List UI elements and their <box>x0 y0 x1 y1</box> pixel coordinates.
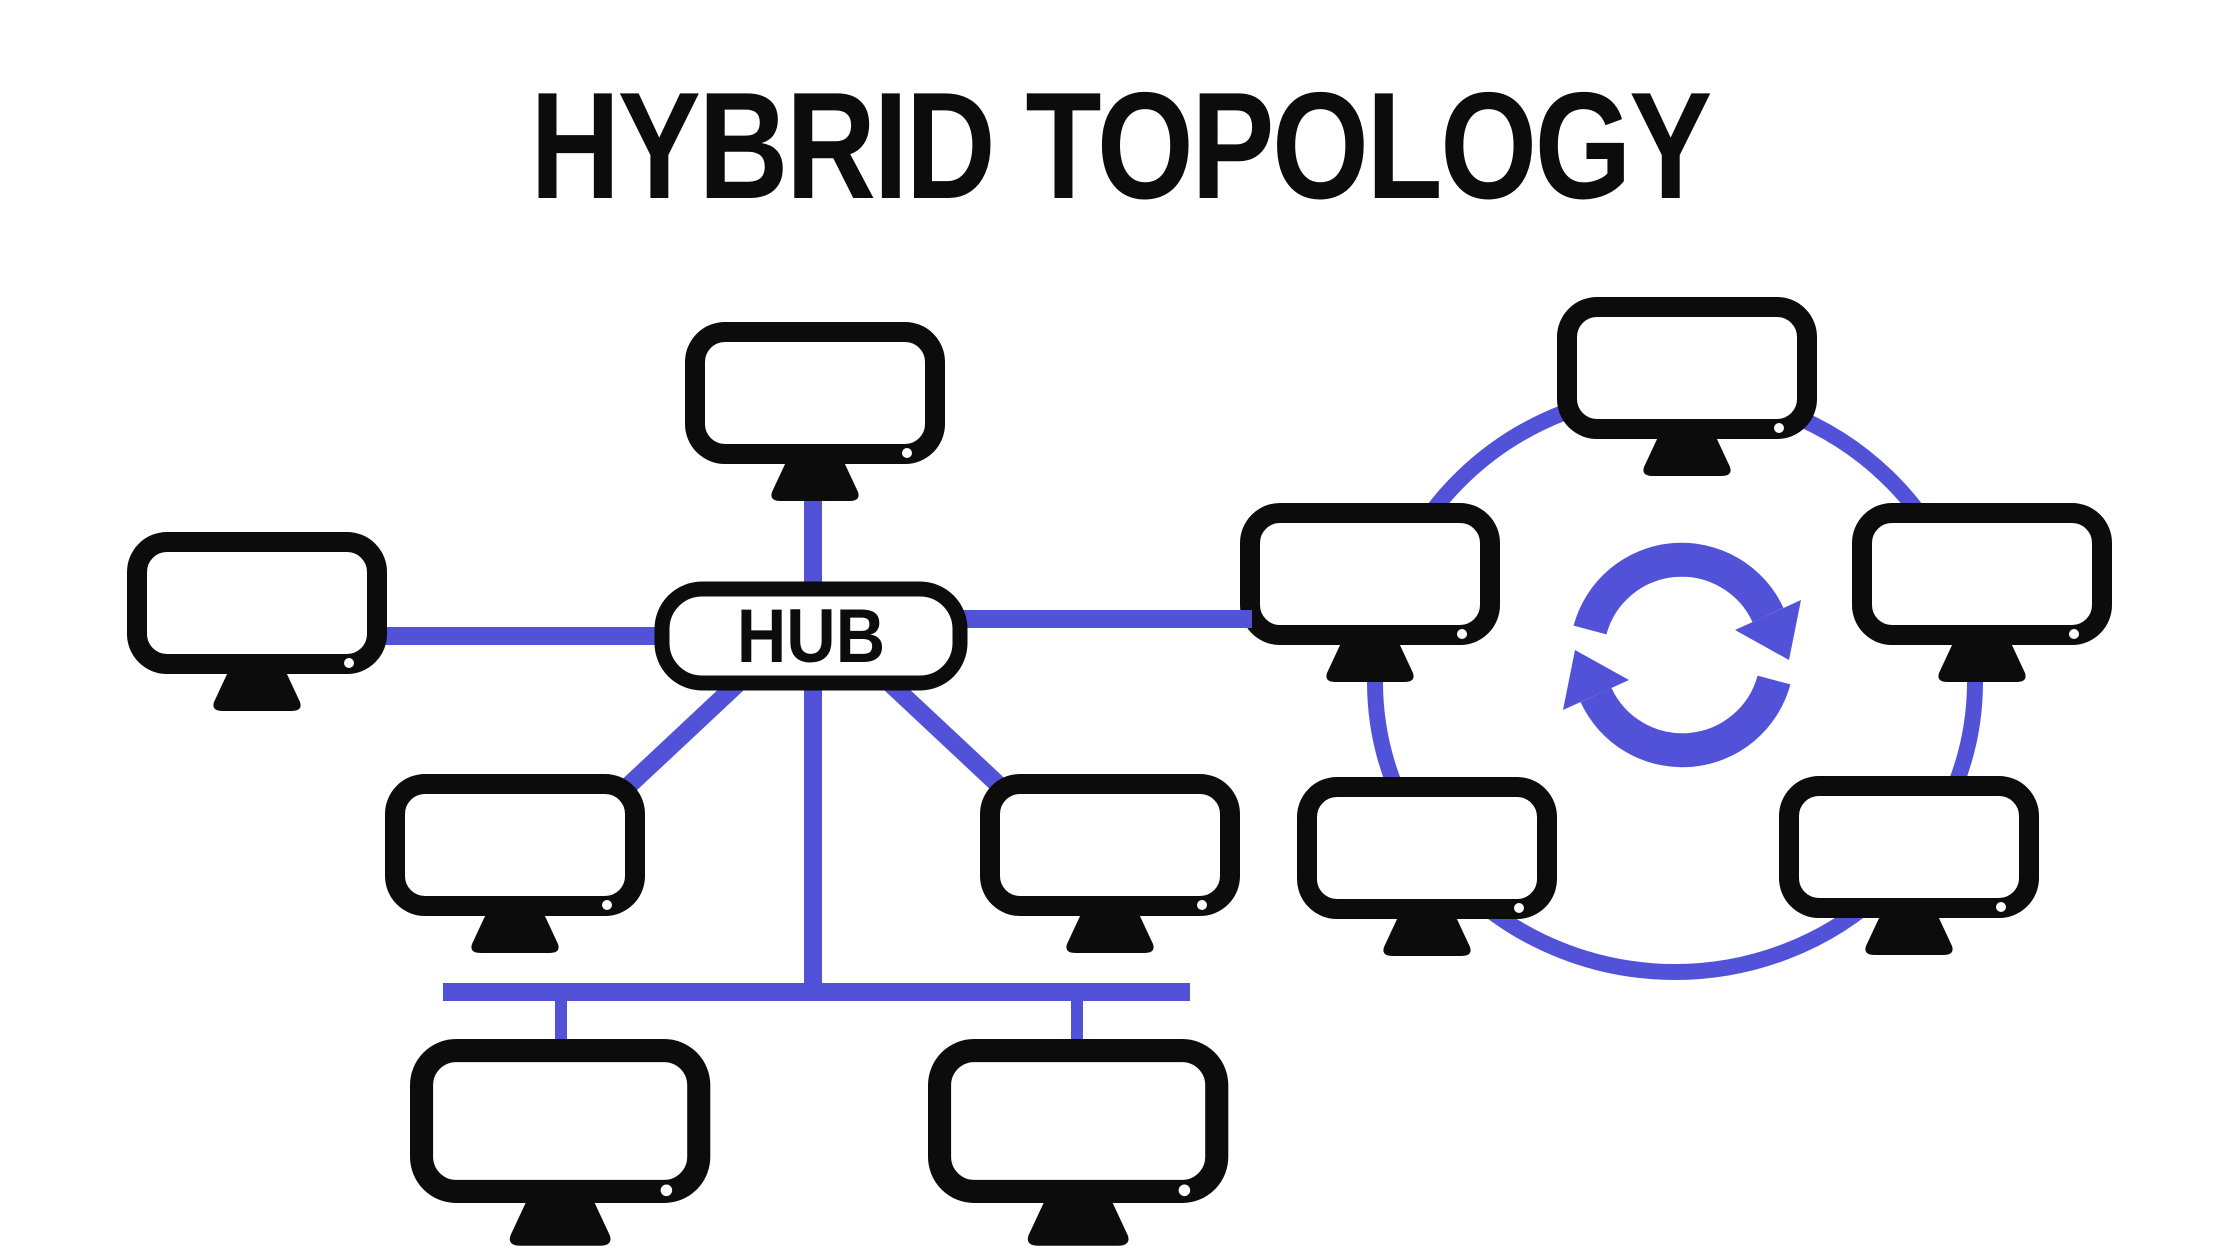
hub-label: HUB <box>737 595 885 679</box>
computer-icon <box>990 784 1230 953</box>
hub-box <box>654 581 968 691</box>
sync-icon <box>1563 542 1801 768</box>
hub-bottom-right-cable <box>871 665 1011 797</box>
hub-bottom-left-cable <box>617 665 757 797</box>
computer-icon <box>395 784 635 953</box>
ring-topology <box>1250 307 2102 980</box>
page-title: HYBRID TOPOLOGY <box>530 61 1712 231</box>
computer-icon <box>1250 513 1490 682</box>
bus-topology <box>422 983 1217 1246</box>
computer-icon <box>695 332 935 501</box>
computer-icon <box>1862 513 2102 682</box>
computer-icon <box>422 1051 699 1246</box>
computer-icon <box>1567 307 1807 476</box>
sync-top-arrowhead <box>1735 600 1801 660</box>
computer-icon <box>940 1051 1217 1246</box>
star-topology: HUB <box>137 332 1252 1000</box>
sync-top-arc <box>1573 542 1784 635</box>
sync-bottom-arc <box>1580 675 1791 768</box>
computer-icon <box>137 542 377 711</box>
hub-node: HUB <box>654 581 968 691</box>
sync-bottom-arrowhead <box>1563 650 1629 710</box>
